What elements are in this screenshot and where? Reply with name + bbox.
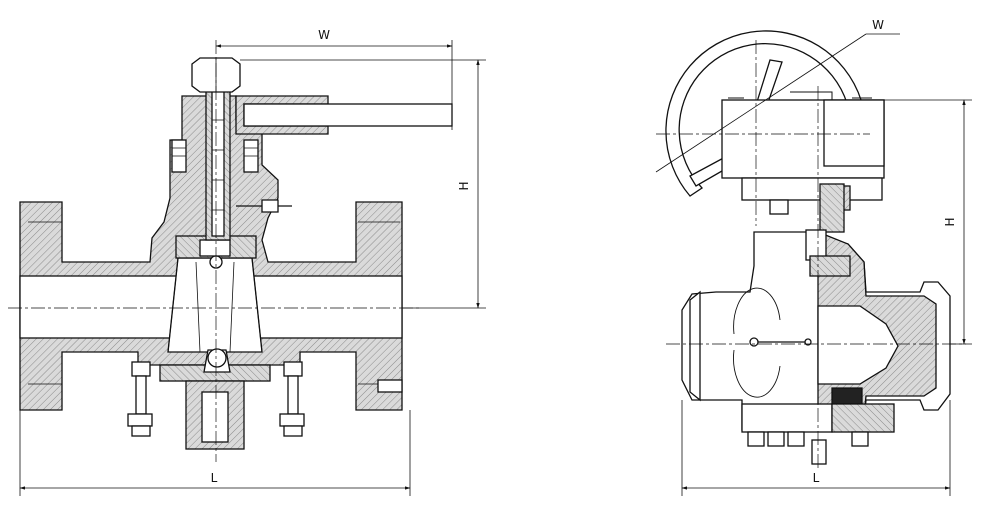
right-dim-l-label: L (813, 471, 820, 485)
right-dim-h-label: H (943, 217, 957, 226)
right-bottom-bolts (747, 431, 869, 465)
left-dim-h-label: H (457, 181, 471, 190)
left-dim-l-label: L (211, 471, 218, 485)
left-view (8, 40, 486, 496)
right-view (655, 30, 972, 496)
left-plug (167, 257, 263, 353)
right-dim-w-label: W (872, 18, 884, 32)
left-grease-fitting (236, 199, 292, 213)
left-dim-w-label: W (318, 28, 330, 42)
left-bottom-bolts (127, 361, 305, 437)
right-plug (817, 305, 899, 385)
right-bottom-cover (741, 403, 833, 433)
